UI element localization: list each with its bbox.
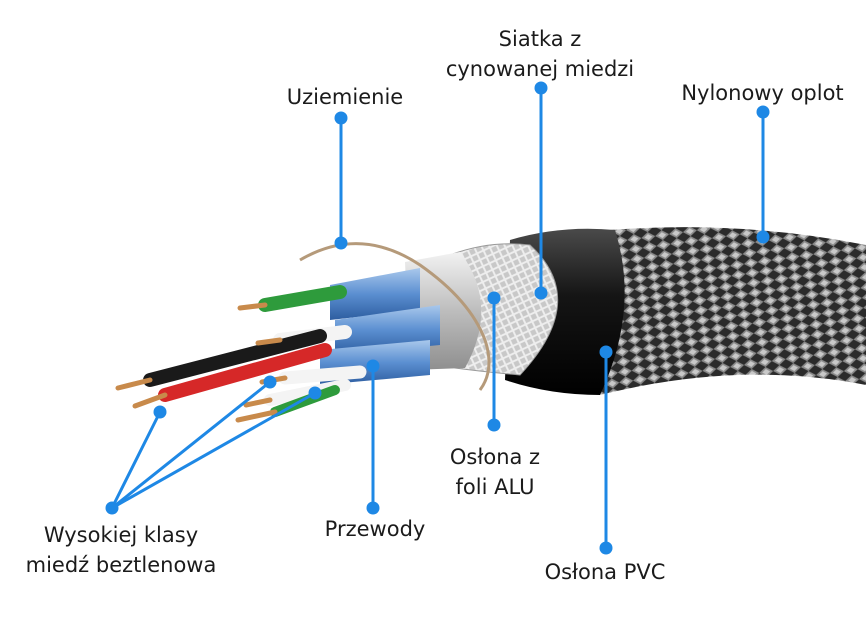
label-miedz-line1: Wysokiej klasy [43, 523, 199, 547]
label-przewody: Przewody [310, 514, 440, 544]
label-siatka-line2: cynowanej miedzi [445, 57, 635, 81]
label-siatka-line1: Siatka z [498, 27, 582, 51]
label-pvc: Osłona PVC [525, 557, 685, 587]
ground-wire [299, 242, 491, 391]
label-miedz-line2: miedź beztlenowa [25, 553, 217, 577]
label-miedz: Wysokiej klasy miedź beztlenowa [5, 520, 237, 580]
label-pvc-line1: Osłona PVC [544, 560, 666, 584]
label-oslona-alu-line2: foli ALU [455, 475, 535, 499]
copper-mesh [449, 243, 559, 376]
label-oslona-alu-line1: Osłona z [449, 445, 541, 469]
nylon-braid [600, 227, 866, 395]
callouts [110, 88, 765, 548]
label-siatka: Siatka z cynowanej miedzi [430, 24, 650, 84]
label-nylonowy: Nylonowy oplot [665, 78, 860, 108]
callout-dots [105, 81, 770, 555]
label-uziemienie: Uziemienie [270, 82, 420, 112]
label-oslona-alu: Osłona z foli ALU [430, 442, 560, 502]
label-przewody-line1: Przewody [324, 517, 426, 541]
label-nylonowy-line1: Nylonowy oplot [681, 81, 844, 105]
label-uziemienie-line1: Uziemienie [286, 85, 404, 109]
insulated-wires [143, 285, 367, 417]
